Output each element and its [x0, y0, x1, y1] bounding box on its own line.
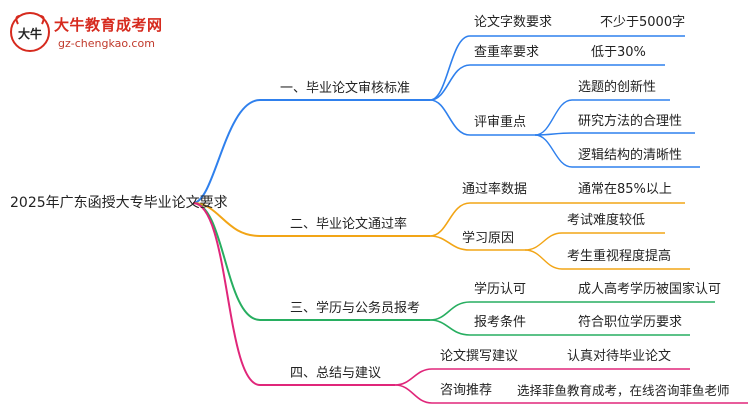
- branch-4-label: 四、总结与建议: [290, 366, 382, 381]
- mindmap-root-title: 2025年广东函授大专毕业论文要求: [10, 195, 228, 211]
- b1-child-2-label: 查重率要求: [474, 45, 540, 60]
- branch-1-label: 一、毕业论文审核标准: [280, 81, 411, 96]
- branch-2-label: 二、毕业论文通过率: [290, 217, 408, 232]
- b2-child-2-item-2: 考生重视程度提高: [567, 249, 672, 264]
- connector-root-b2: [192, 202, 430, 237]
- connector-root-b4: [192, 202, 395, 386]
- b4-child-2-value: 选择菲鱼教育成考，在线咨询菲鱼老师: [517, 383, 730, 398]
- b1-child-2-value: 低于30%: [591, 45, 646, 60]
- connector-b1-c3: [429, 99, 535, 136]
- b3-child-2-label: 报考条件: [474, 315, 527, 330]
- b4-child-2-label: 咨询推荐: [440, 383, 493, 398]
- b1-child-3-item-3: 逻辑结构的清晰性: [578, 148, 683, 163]
- brand-name: 大牛教育成考网: [54, 16, 163, 34]
- connector-b1-c1: [429, 35, 685, 101]
- connector-b3-c1: [429, 301, 715, 321]
- brand-domain: gz-chengkao.com: [58, 37, 155, 50]
- connector-b2-c2-i2: [524, 249, 690, 270]
- connector-b2-c2-i1: [524, 232, 665, 251]
- b4-child-1-label: 论文撰写建议: [440, 349, 519, 364]
- b1-child-3-item-1: 选题的创新性: [578, 80, 657, 95]
- connector-b1-c3-i2: [534, 132, 695, 136]
- b3-child-2-value: 符合职位学历要求: [578, 315, 683, 330]
- b2-child-2-label: 学习原因: [462, 231, 515, 246]
- b1-child-3-label: 评审重点: [474, 115, 527, 130]
- branch-3-label: 三、学历与公务员报考: [290, 301, 421, 316]
- b1-child-1-value: 不少于5000字: [600, 15, 686, 30]
- connector-b2-c2: [429, 235, 525, 251]
- b1-child-3-item-2: 研究方法的合理性: [578, 114, 683, 129]
- b3-child-1-label: 学历认可: [474, 282, 527, 297]
- connector-b1-c3-i3: [534, 134, 700, 168]
- connector-b3-c2: [429, 319, 690, 336]
- b2-child-2-item-1: 考试难度较低: [567, 213, 646, 228]
- b2-child-1-label: 通过率数据: [462, 182, 528, 197]
- bull-logo-icon: 大牛: [10, 12, 50, 52]
- brand-logo[interactable]: 大牛 大牛教育成考网 gz-chengkao.com: [8, 8, 178, 56]
- b1-child-1-label: 论文字数要求: [474, 15, 553, 30]
- connector-b1-c3-i1: [534, 99, 670, 136]
- b2-child-1-value: 通常在85%以上: [578, 182, 672, 197]
- connector-b4-c1: [394, 368, 690, 386]
- connector-b1-c2: [429, 64, 665, 101]
- logo-mark-text: 大牛: [18, 26, 42, 41]
- connector-root-b1: [192, 99, 430, 204]
- b3-child-1-value: 成人高考学历被国家认可: [578, 282, 722, 297]
- connector-b2-c1: [429, 202, 685, 237]
- b4-child-1-value: 认真对待毕业论文: [567, 349, 672, 364]
- connector-b4-c2: [394, 384, 748, 404]
